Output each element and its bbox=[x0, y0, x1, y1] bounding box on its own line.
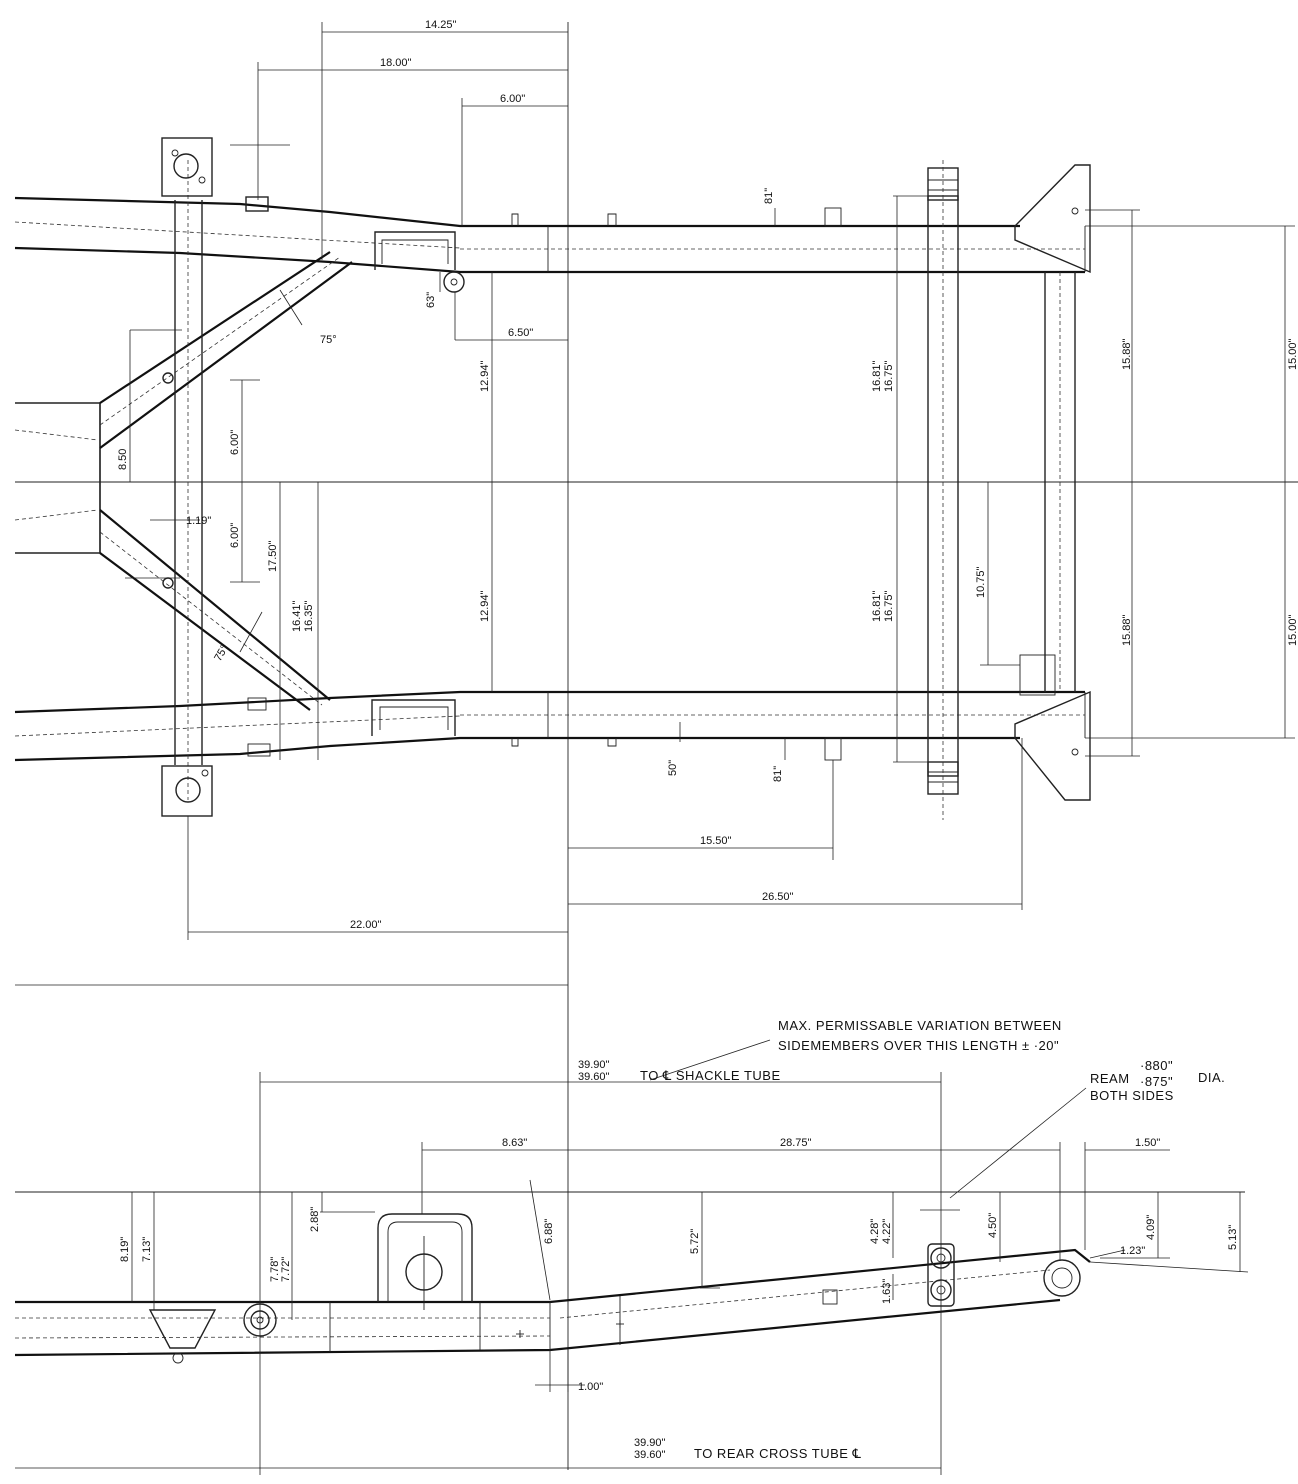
dim-6-88: 6.88" bbox=[543, 1219, 555, 1244]
dim-7-13: 7.13" bbox=[141, 1237, 153, 1262]
dim-10-75: 10.75" bbox=[975, 566, 987, 598]
variation-note-line2: SIDEMEMBERS OVER THIS LENGTH ± ·20" bbox=[778, 1038, 1059, 1053]
plan-view: 14.25" 18.00" 6.00" 81" 63" 6.50" 75° 75… bbox=[14, 19, 1298, 1470]
dim-16-81-b: 16.81" bbox=[871, 590, 883, 622]
dim-15-50: 15.50" bbox=[700, 835, 732, 847]
side-bracket bbox=[377, 1213, 473, 1310]
dim-16-81-a: 16.81" bbox=[871, 360, 883, 392]
dim-15-88-b: 15.88" bbox=[1121, 614, 1133, 646]
ream-both-sides: BOTH SIDES bbox=[1090, 1088, 1174, 1103]
lower-side-member bbox=[14, 690, 1086, 762]
dim-16-35: 16.35" bbox=[303, 600, 315, 632]
dim-50: 50" bbox=[667, 760, 679, 776]
dim-28-75: 28.75" bbox=[780, 1137, 812, 1149]
plan-dimension-labels: 14.25" 18.00" 6.00" 81" 63" 6.50" 75° 75… bbox=[117, 19, 1298, 931]
dim-6-00-a: 6.00" bbox=[229, 430, 241, 455]
dim-15-00-b: 15.00" bbox=[1287, 614, 1298, 646]
ream-880: ·880" bbox=[1140, 1058, 1173, 1073]
dim-16-75-a: 16.75" bbox=[883, 360, 895, 392]
side-extension-lines bbox=[130, 1072, 1249, 1475]
front-tube-stub bbox=[14, 402, 101, 554]
dim-1-63: 1.63" bbox=[881, 1279, 893, 1304]
angle-75-upper: 75° bbox=[320, 334, 337, 346]
dim-16-41: 16.41" bbox=[291, 600, 303, 632]
rear-cross-tube bbox=[927, 160, 959, 820]
dim-63: 63" bbox=[425, 292, 437, 308]
dim-8-50: 8.50 bbox=[117, 449, 129, 470]
dim-6-00-top: 6.00" bbox=[500, 93, 525, 105]
dim-8-19: 8.19" bbox=[119, 1237, 131, 1262]
dim-5-72: 5.72" bbox=[689, 1229, 701, 1254]
side-dimension-labels: 39.90" 39.60" TO ℄ SHACKLE TUBE 8.63" 28… bbox=[119, 1059, 1239, 1461]
plan-vertical-dimensions bbox=[129, 196, 1286, 762]
dim-39-90-rear: 39.90" bbox=[634, 1437, 666, 1449]
dim-4-50: 4.50" bbox=[987, 1213, 999, 1238]
dim-1-50: 1.50" bbox=[1135, 1137, 1160, 1149]
dim-81-top: 81" bbox=[763, 188, 775, 204]
upper-side-member bbox=[14, 196, 1086, 293]
dim-6-00-b: 6.00" bbox=[229, 523, 241, 548]
dim-22-00: 22.00" bbox=[350, 919, 382, 931]
ream-875: ·875" bbox=[1140, 1074, 1173, 1089]
shackle-tube-label: TO ℄ SHACKLE TUBE bbox=[640, 1068, 781, 1083]
front-cross-shaft bbox=[161, 137, 213, 817]
dim-6-50: 6.50" bbox=[508, 327, 533, 339]
dim-7-78: 7.78" bbox=[269, 1257, 281, 1282]
angle-75-lower: 75° bbox=[212, 643, 231, 663]
dim-17-50: 17.50" bbox=[267, 540, 279, 572]
dim-8-63: 8.63" bbox=[502, 1137, 527, 1149]
ream-note-label: REAM bbox=[1090, 1071, 1130, 1086]
dim-15-00-a: 15.00" bbox=[1287, 338, 1298, 370]
rear-cross-member bbox=[1014, 164, 1091, 801]
dim-4-22: 4.22" bbox=[881, 1219, 893, 1244]
dim-12-94-b: 12.94" bbox=[479, 590, 491, 622]
side-elevation: 39.90" 39.60" TO ℄ SHACKLE TUBE 8.63" 28… bbox=[14, 1059, 1249, 1475]
rear-cross-tube-label: TO REAR CROSS TUBE ℄ bbox=[694, 1446, 862, 1461]
dim-1-23: 1.23" bbox=[1120, 1245, 1145, 1257]
dim-1-19: 1.19" bbox=[186, 515, 211, 527]
dim-15-88-a: 15.88" bbox=[1121, 338, 1133, 370]
rear-tube-end bbox=[822, 1259, 1081, 1305]
dim-14-25: 14.25" bbox=[425, 19, 457, 31]
dim-4-28: 4.28" bbox=[869, 1219, 881, 1244]
dim-26-50: 26.50" bbox=[762, 891, 794, 903]
dim-5-13: 5.13" bbox=[1227, 1225, 1239, 1250]
dim-2-88: 2.88" bbox=[309, 1207, 321, 1232]
dim-1-00: 1.00" bbox=[578, 1381, 603, 1393]
dim-4-09: 4.09" bbox=[1145, 1215, 1157, 1240]
dim-39-60-shackle: 39.60" bbox=[578, 1071, 610, 1083]
dim-7-72: 7.72" bbox=[280, 1257, 292, 1282]
dim-12-94-a: 12.94" bbox=[479, 360, 491, 392]
dim-18-00: 18.00" bbox=[380, 57, 412, 69]
dim-39-90-shackle: 39.90" bbox=[578, 1059, 610, 1071]
side-horizontal-dimensions bbox=[15, 1081, 1170, 1469]
diagonal-braces bbox=[99, 251, 353, 711]
dim-16-75-b: 16.75" bbox=[883, 590, 895, 622]
side-member-profile bbox=[14, 1248, 1091, 1357]
side-vertical-dimensions bbox=[131, 1179, 1241, 1320]
drawing-notes: MAX. PERMISSABLE VARIATION BETWEEN SIDEM… bbox=[649, 1018, 1225, 1199]
dim-81-bottom: 81" bbox=[772, 766, 784, 782]
dim-39-60-rear: 39.60" bbox=[634, 1449, 666, 1461]
plan-horizontal-dimensions bbox=[15, 31, 1022, 986]
plan-extension-lines bbox=[125, 22, 1295, 940]
ream-dia: DIA. bbox=[1198, 1070, 1225, 1085]
variation-note-line1: MAX. PERMISSABLE VARIATION BETWEEN bbox=[778, 1018, 1062, 1033]
